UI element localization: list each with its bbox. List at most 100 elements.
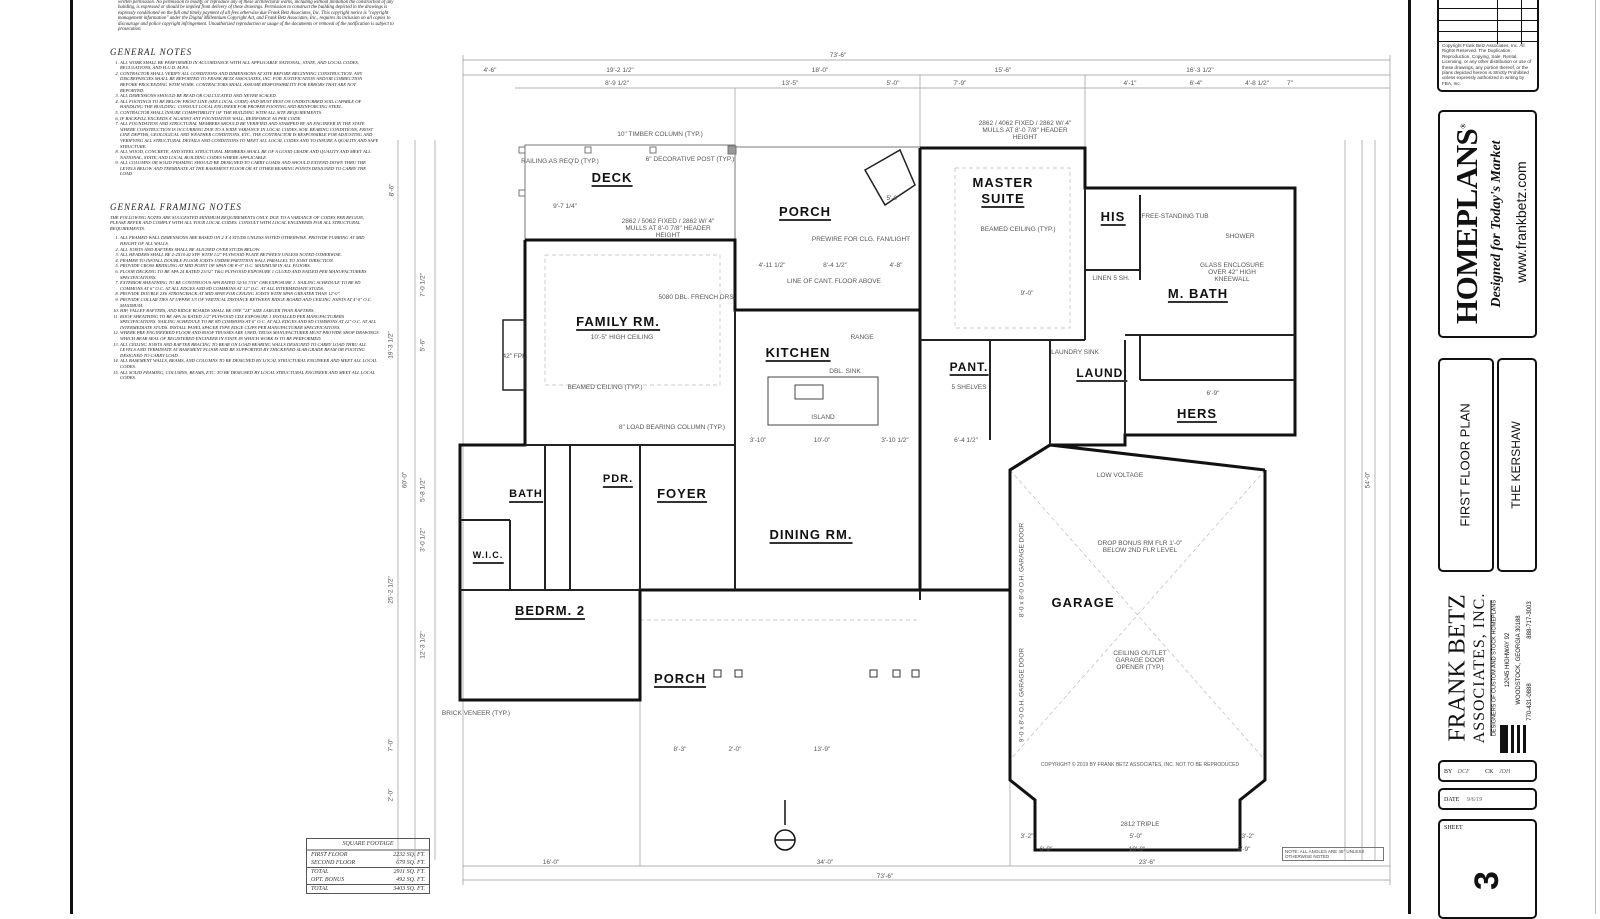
room-label-pdr: PDR.	[602, 472, 634, 488]
sheet-border-left	[70, 0, 73, 914]
dimension-lines	[397, 55, 1391, 885]
room-label-master-suite-1: MASTER	[972, 175, 1034, 190]
homeplans-brand: HOMEPLANS	[1449, 128, 1484, 325]
interior-walls	[460, 188, 1295, 600]
website-link[interactable]: www.frankbetz.com	[1513, 161, 1529, 283]
room-label-hers: HERS	[1176, 406, 1218, 423]
room-label-rear-porch: PORCH	[779, 204, 831, 221]
sqft-value: 3403 SQ. FT.	[393, 886, 425, 892]
dim-top: 4'-8 1/2"	[1245, 80, 1269, 87]
annotation-railing: RAILING AS REQ'D (TYP.)	[521, 158, 599, 165]
room-label-pant: PANT.	[949, 360, 989, 376]
dim-left: 8'-6"	[388, 183, 396, 197]
dim-interior: 8'-4 1/2"	[823, 262, 847, 269]
column-logo-icon	[1500, 725, 1526, 753]
kitchen-island	[767, 376, 879, 426]
company-phone-1: 770-431-0888	[1527, 683, 1533, 721]
room-label-laund: LAUND.	[1076, 366, 1128, 382]
dim-left: 12'-3 1/2"	[419, 631, 427, 659]
dim-bottom: 16'-0"	[542, 859, 560, 866]
dim-interior: 8'-3"	[673, 746, 687, 753]
revision-grid: Copyright Frank Betz Associates, Inc. Al…	[1437, 0, 1539, 92]
dim-interior: 3'-10"	[749, 437, 767, 444]
framing-notes-intro: The following notes are suggested minimu…	[110, 214, 365, 231]
sqft-row: TOTAL 3403 SQ. FT.	[307, 884, 429, 893]
date-label: DATE	[1444, 797, 1460, 803]
dim-interior: 5'-0"	[886, 195, 900, 202]
note-item: All footings to be below frost line (see…	[120, 99, 380, 110]
annotation-line-cant: LINE OF CANT. FLOOR ABOVE	[787, 278, 881, 285]
annotation-garage-door-1: 8'-0 x 8'-0 O.H. GARAGE DOOR	[1018, 522, 1026, 618]
dim-garage-bottom: 6'-9"	[1237, 846, 1251, 853]
dim-interior: 10'-0"	[813, 437, 831, 444]
note-item: Hip, valley rafters, and ridge boards sh…	[120, 308, 380, 314]
dim-left: 25'-2 1/2"	[387, 576, 395, 604]
dim-garage-bottom: 3'-2"	[1020, 833, 1034, 840]
dim-top: 19'-2 1/2"	[606, 67, 634, 74]
room-label-his: HIS	[1100, 209, 1126, 226]
sqft-label: OPT. BONUS	[311, 877, 345, 883]
dim-top: 8'-9 1/2"	[605, 80, 629, 87]
dim-left: 19'-3 1/2"	[387, 331, 395, 359]
sheet-title: FIRST FLOOR PLAN	[1457, 403, 1473, 527]
company-logo: FRANK BETZ ASSOCIATES, INC. DESIGNERS OF…	[1438, 590, 1538, 755]
dim-bottom: 34'-0"	[816, 859, 834, 866]
plan-name: THE KERSHAW	[1509, 421, 1523, 509]
front-porch-columns	[713, 669, 920, 678]
room-label-foyer: FOYER	[657, 486, 707, 503]
sqft-label: TOTAL	[311, 886, 329, 892]
company-address-1: 12045 HIGHWAY 92	[1505, 632, 1511, 688]
registered-mark: ®	[1459, 123, 1468, 129]
title-block-copyright: Copyright Frank Betz Associates, Inc. Al…	[1442, 43, 1532, 86]
annotation-low-voltage: LOW VOLTAGE	[1096, 472, 1144, 479]
dim-left: 7'-0 1/2"	[419, 273, 427, 297]
room-label-bedrm-2: BEDRM. 2	[514, 603, 586, 620]
framing-notes: GENERAL FRAMING NOTES The following note…	[110, 203, 380, 381]
north-arrow-icon	[774, 800, 796, 851]
sheet-title-box: FIRST FLOOR PLAN	[1438, 358, 1494, 572]
dim-interior: 9'-0"	[1020, 290, 1034, 297]
note-item: Contractor shall insure compatibility of…	[120, 110, 380, 116]
sqft-label: SECOND FLOOR	[311, 860, 356, 866]
note-item: Floor decking to be APA 24 rated 23/32" …	[120, 269, 380, 280]
annotation-bay-window: 2812 TRIPLE	[1120, 821, 1160, 828]
dim-interior: 4'-11 1/2"	[758, 262, 786, 269]
annotation-beamed-ceiling-master: BEAMED CEILING (TYP.)	[980, 226, 1056, 233]
dim-garage-bottom: 10'-0"	[1128, 846, 1146, 853]
dim-top: 7'-9"	[953, 80, 967, 87]
annotation-garage-door-2: 9'-0 x 8'-0 O.H. GARAGE DOOR	[1018, 647, 1026, 743]
sheet-label: SHEET	[1444, 825, 1463, 831]
annotation-shelves: 5 SHELVES	[951, 384, 987, 391]
dim-interior: 13'-9"	[813, 746, 831, 753]
dim-top: 18'-0"	[811, 67, 829, 74]
dim-interior: 6'-9"	[1206, 390, 1220, 397]
sqft-value: 2232 SQ. FT.	[393, 852, 425, 858]
room-label-garage: GARAGE	[1051, 595, 1115, 610]
sqft-row: SECOND FLOOR 679 SQ. FT.	[307, 859, 429, 867]
annotation-tub: FREE-STANDING TUB	[1141, 213, 1209, 220]
note-item: All columns or solid framing should be d…	[120, 160, 380, 177]
dim-garage-bottom: 5'-0"	[1129, 833, 1143, 840]
sqft-value: 2911 SQ. FT.	[393, 869, 425, 875]
annotation-family-ceiling: 10'-5" HIGH CEILING	[590, 334, 654, 341]
company-name-2: ASSOCIATES, INC.	[1471, 592, 1488, 744]
room-label-wic: W.I.C.	[472, 548, 504, 564]
ck-value: JDH	[1498, 769, 1511, 775]
note-item: Provide double 2x6 strongback at mid spa…	[120, 291, 380, 297]
dim-bottom-overall: 73'-6"	[876, 873, 894, 880]
dim-top-overall: 73'-6"	[829, 52, 847, 59]
annotation-deck-window: 2862 / 5062 FIXED / 2862 W/ 4" MULLS AT …	[621, 218, 715, 239]
plan-name-box: THE KERSHAW	[1497, 358, 1537, 572]
dim-top: 13'-5"	[781, 80, 799, 87]
note-item: Exterior sheathing to be continuous APA …	[120, 280, 380, 291]
sheet-number-box: SHEET 3	[1438, 819, 1537, 919]
note-item: All solid framing, columns, beams, etc. …	[120, 370, 380, 381]
sqft-value: 679 SQ. FT.	[396, 860, 425, 866]
room-label-m-bath: M. BATH	[1167, 286, 1229, 303]
annotation-angle-note: NOTE: ALL ANGLES ARE 45° UNLESS OTHERWIS…	[1282, 847, 1384, 861]
date-box: DATE 9/6/19	[1438, 788, 1537, 810]
deck-outline	[518, 144, 920, 242]
note-item: Contractor shall verify all conditions a…	[120, 71, 380, 93]
